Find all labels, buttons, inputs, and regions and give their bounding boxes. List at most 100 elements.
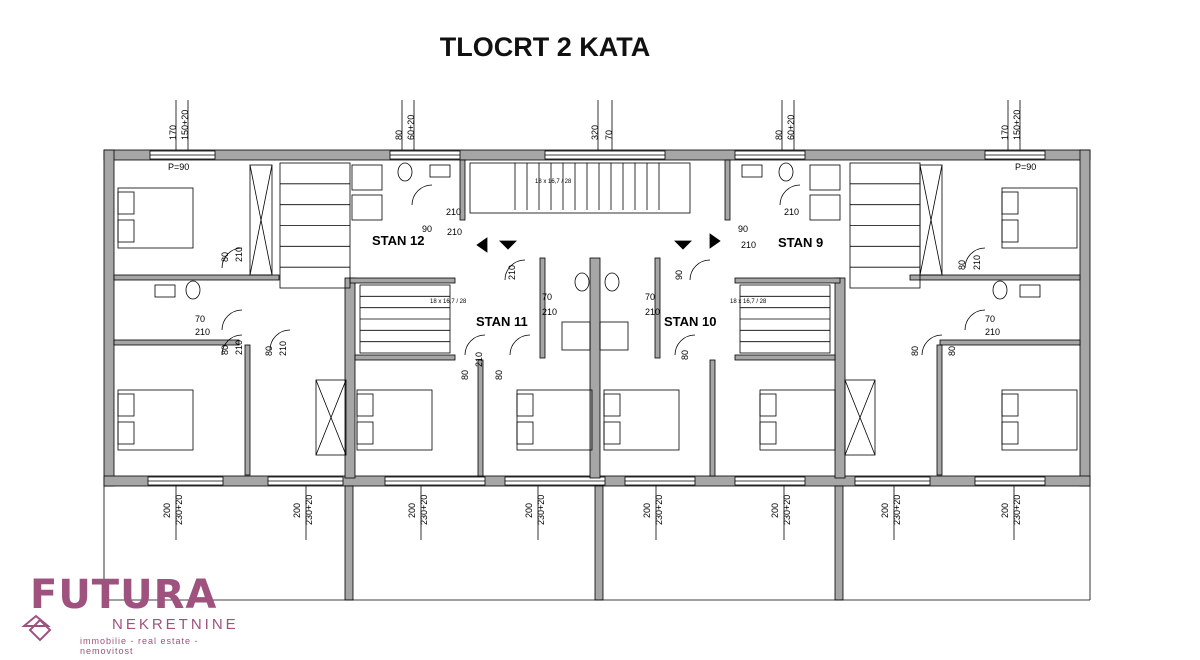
wall — [834, 277, 846, 479]
bath-fixture — [561, 321, 591, 351]
dimension-label: 230+20 — [174, 495, 184, 525]
dimension-label: 200 — [1000, 503, 1010, 518]
apartment-label-stan11: STAN 11 — [476, 314, 528, 329]
logo-tagline: immobilie - real estate - nemovitost — [80, 636, 199, 656]
sink — [429, 164, 451, 178]
toilet — [574, 272, 590, 292]
pillow — [759, 421, 777, 445]
door-label: 80 — [910, 346, 920, 356]
door-label: 210 — [542, 307, 557, 317]
window-note: P=90 — [168, 162, 189, 172]
wall — [734, 277, 841, 284]
dimension-label: 150+20 — [180, 110, 190, 140]
door-label: 210 — [195, 327, 210, 337]
apartment-label-stan10: STAN 10 — [664, 314, 717, 329]
door-label: 80 — [220, 345, 230, 355]
door-swing — [779, 184, 801, 206]
toilet — [778, 162, 794, 182]
plan-line — [249, 164, 273, 276]
window-note: P=90 — [1015, 162, 1036, 172]
bath-fixture — [599, 321, 629, 351]
bed — [117, 389, 194, 451]
plan-line — [844, 379, 876, 456]
door-label: 80 — [264, 346, 274, 356]
bath-fixture — [351, 194, 383, 221]
wall — [477, 359, 484, 477]
wardrobe — [844, 379, 876, 456]
door-label: 90 — [674, 270, 684, 280]
pillow — [356, 421, 374, 445]
pillow — [117, 421, 135, 445]
pillow — [117, 191, 135, 215]
toilet — [397, 162, 413, 182]
bed — [759, 389, 836, 451]
door-swing — [689, 259, 711, 281]
pillow — [1001, 191, 1019, 215]
dimension-label: 230+20 — [782, 495, 792, 525]
dimension-label: 200 — [162, 503, 172, 518]
wall — [113, 274, 280, 281]
dimension-label: 200 — [880, 503, 890, 518]
page-title: TLOCRT 2 KATA — [439, 32, 651, 62]
dimension-label: 150+20 — [1012, 110, 1022, 140]
wall — [344, 277, 356, 479]
entry-arrow-icon — [709, 233, 721, 249]
futura-logo: FUTURA NEKRETNINE immobilie - real estat… — [20, 572, 250, 656]
door-label: 90 — [422, 224, 432, 234]
plan-line — [919, 164, 943, 276]
wall — [594, 485, 604, 601]
entry-arrow-icon — [476, 237, 488, 253]
door-label: 70 — [985, 314, 995, 324]
door-label: 210 — [234, 247, 244, 262]
bath-fixture — [351, 164, 383, 191]
entry-arrow-icon — [499, 240, 517, 250]
door-swing — [921, 334, 943, 356]
door-label: 210 — [447, 227, 462, 237]
dimension-label: 170 — [168, 125, 178, 140]
wall — [539, 257, 546, 359]
dimension-label: 200 — [407, 503, 417, 518]
door-label: 70 — [645, 292, 655, 302]
dimension-label: 200 — [770, 503, 780, 518]
plan-line — [315, 379, 347, 456]
dimension-label: 230+20 — [304, 495, 314, 525]
door-swing — [504, 259, 526, 281]
wardrobe — [315, 379, 347, 456]
door-label: 210 — [741, 240, 756, 250]
sink — [154, 284, 176, 298]
pillow — [1001, 219, 1019, 243]
apartment-label-stan9: STAN 9 — [778, 235, 823, 250]
dimension-label: 230+20 — [1012, 495, 1022, 525]
logo-mark-icon — [21, 614, 52, 642]
door-swing — [674, 334, 696, 356]
dimension-label: 80 — [394, 130, 404, 140]
door-label: 90 — [738, 224, 748, 234]
stair-label: 18 x 16,7 / 28 — [730, 299, 767, 305]
wall — [724, 159, 731, 221]
door-label: 80 — [680, 350, 690, 360]
logo-name: FUTURA — [30, 572, 218, 618]
stair-label: 18 x 16,7 / 28 — [535, 179, 572, 185]
pillow — [117, 219, 135, 243]
wall — [244, 344, 251, 476]
pillow — [117, 393, 135, 417]
wall — [1079, 149, 1091, 487]
pillow — [603, 393, 621, 417]
bath-fixture — [809, 194, 841, 221]
bed — [117, 187, 194, 249]
stair-label: 18 x 16,7 / 28 — [430, 299, 467, 305]
dimension-label: 230+20 — [892, 495, 902, 525]
bath-fixture — [809, 164, 841, 191]
sink — [741, 164, 763, 178]
wall — [103, 149, 115, 487]
dimension-label: 230+20 — [536, 495, 546, 525]
door-label: 210 — [446, 207, 461, 217]
dimension-label: 320 — [590, 125, 600, 140]
wall — [834, 485, 844, 601]
door-swing — [964, 247, 986, 269]
pillow — [516, 393, 534, 417]
wall — [113, 339, 240, 346]
door-label: 210 — [278, 341, 288, 356]
door-label: 70 — [542, 292, 552, 302]
entry-arrow-icon — [674, 240, 692, 250]
